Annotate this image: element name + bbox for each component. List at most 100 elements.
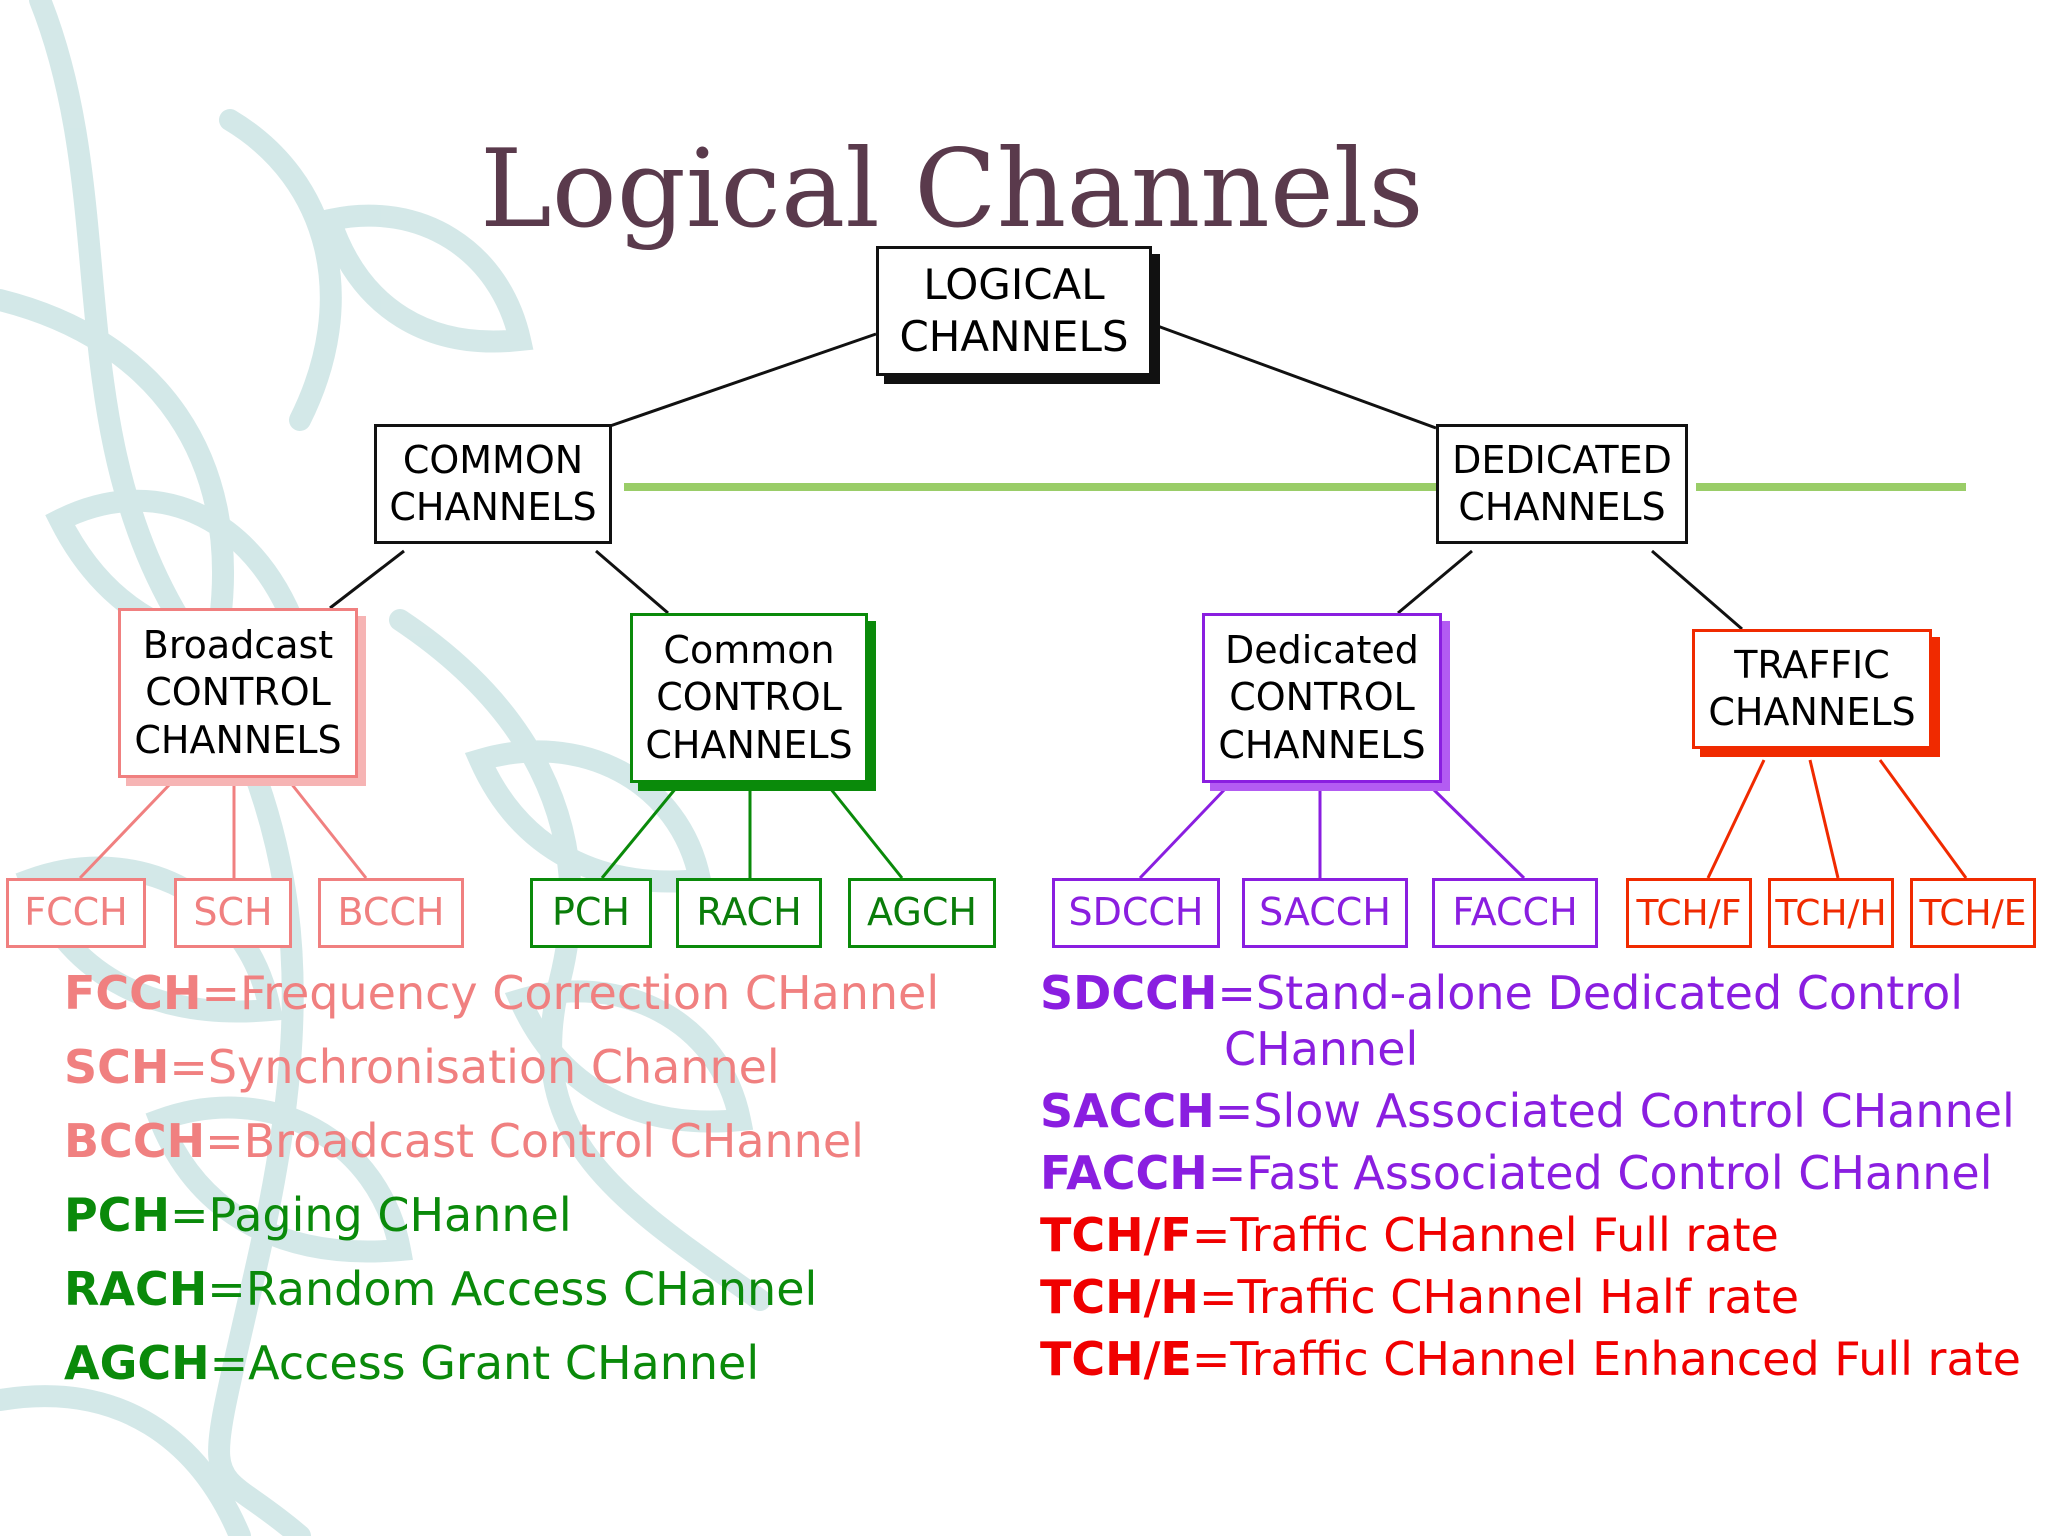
leaf-pch: PCH <box>530 878 652 948</box>
node-line: CHANNELS <box>899 312 1129 361</box>
legend-definition: =Fast Associated Control CHannel <box>1207 1146 1993 1200</box>
decoration-leaf <box>315 204 534 353</box>
legend-abbr: SDCCH <box>1040 966 1218 1020</box>
leaf-fcch: FCCH <box>6 878 146 948</box>
connector-traffic-tche <box>1878 759 1968 879</box>
node-line: DEDICATED <box>1452 437 1672 482</box>
legend-definition: =Frequency Correction CHannel <box>201 966 940 1020</box>
node-line: Common <box>663 627 835 672</box>
leaf-label: PCH <box>551 890 631 935</box>
node-line: Dedicated <box>1225 627 1419 672</box>
leaf-facch: FACCH <box>1432 878 1598 948</box>
leaf-agch: AGCH <box>848 878 996 948</box>
connector-root-dedicated <box>1151 322 1437 430</box>
legend-definition: =Broadcast Control CHannel <box>205 1114 864 1168</box>
legend-abbr: RACH <box>64 1262 208 1316</box>
leaf-label: BCCH <box>337 890 445 935</box>
legend-entry-tche: TCH/E=Traffic CHannel Enhanced Full rate <box>1040 1332 2021 1387</box>
leaf-bcch: BCCH <box>318 878 464 948</box>
leaf-label: TCH/H <box>1775 892 1887 934</box>
node-line: CHANNELS <box>389 485 597 529</box>
decoration-leaf <box>15 856 283 1023</box>
legend-abbr: TCH/E <box>1040 1332 1192 1386</box>
connector-bcch-bcch <box>288 781 368 879</box>
legend-entry-sdcch: SDCCH=Stand-alone Dedicated Control <box>1040 966 1963 1021</box>
connector-bcch-fcch <box>78 780 174 880</box>
connector-root-common <box>609 332 877 428</box>
legend-entry-sdcch-continuation: CHannel <box>1224 1022 1418 1077</box>
leaf-label: TCH/E <box>1919 892 2027 934</box>
decoration-leaf <box>145 1096 413 1263</box>
connector-dedicated-traffic <box>1651 549 1743 631</box>
connector-ccch-agch <box>828 787 904 879</box>
legend-definition: =Random Access CHannel <box>207 1262 818 1316</box>
legend-definition: =Traffic CHannel Half rate <box>1198 1270 1800 1324</box>
node-line: CONTROL <box>1229 675 1415 720</box>
leaf-label: FACCH <box>1452 890 1578 935</box>
leaf-label: SCH <box>193 890 273 935</box>
node-line: CHANNELS <box>645 722 853 767</box>
legend-definition: =Stand-alone Dedicated Control <box>1217 966 1964 1020</box>
legend-abbr: TCH/H <box>1040 1270 1199 1324</box>
leaf-tchf: TCH/F <box>1626 878 1752 948</box>
legend-entry-sacch: SACCH=Slow Associated Control CHannel <box>1040 1084 2015 1139</box>
legend-abbr: PCH <box>64 1188 170 1242</box>
node-line: CHANNELS <box>1458 485 1666 529</box>
decoration-stem <box>0 1385 251 1536</box>
legend-entry-agch: AGCH=Access Grant CHannel <box>64 1336 759 1391</box>
leaf-label: AGCH <box>867 890 977 935</box>
legend-abbr: TCH/F <box>1040 1208 1192 1262</box>
decoration-stem <box>0 289 234 631</box>
legend-entry-bcch: BCCH=Broadcast Control CHannel <box>64 1114 864 1169</box>
legend-entry-rach: RACH=Random Access CHannel <box>64 1262 817 1317</box>
legend-entry-tchh: TCH/H=Traffic CHannel Half rate <box>1040 1270 1799 1325</box>
decoration-stem <box>29 0 311 1536</box>
legend-abbr: BCCH <box>64 1114 206 1168</box>
legend-abbr: FCCH <box>64 966 202 1020</box>
legend-entry-fcch: FCCH=Frequency Correction CHannel <box>64 966 939 1021</box>
leaf-sacch: SACCH <box>1242 878 1408 948</box>
legend-entry-pch: PCH=Paging CHannel <box>64 1188 572 1243</box>
node-line: COMMON <box>402 437 584 482</box>
connector-dedicated-dcch <box>1397 549 1473 615</box>
legend-abbr: AGCH <box>64 1336 210 1390</box>
leaf-tche: TCH/E <box>1910 878 2036 948</box>
legend-abbr: FACCH <box>1040 1146 1208 1200</box>
connector-traffic-tchf <box>1706 759 1766 879</box>
leaf-rach: RACH <box>676 878 822 948</box>
leaf-label: RACH <box>696 890 802 935</box>
node-line: CHANNELS <box>1708 690 1916 734</box>
leaf-tchh: TCH/H <box>1768 878 1894 948</box>
leaf-label: FCCH <box>24 890 128 935</box>
leaf-sdcch: SDCCH <box>1052 878 1220 948</box>
decoration-stem <box>219 109 342 431</box>
decoration-leaf <box>504 980 754 1133</box>
node-line: CONTROL <box>656 675 842 720</box>
legend-entry-tchf: TCH/F=Traffic CHannel Full rate <box>1040 1208 1779 1263</box>
leaf-label: SACCH <box>1259 890 1391 935</box>
connector-common-bcch <box>329 549 405 610</box>
legend-definition: =Slow Associated Control CHannel <box>1214 1084 2015 1138</box>
legend-definition: =Traffic CHannel Full rate <box>1191 1208 1779 1262</box>
legend-definition: =Paging CHannel <box>169 1188 572 1242</box>
legend-definition: =Access Grant CHannel <box>209 1336 760 1390</box>
node-line: CONTROL <box>145 670 331 715</box>
leaf-label: TCH/F <box>1636 892 1742 934</box>
node-line: CHANNELS <box>134 717 342 762</box>
legend-entry-sch: SCH=Synchronisation Channel <box>64 1040 780 1095</box>
connector-ccch-pch <box>600 787 678 879</box>
connector-dcch-facch <box>1430 786 1526 880</box>
node-line: CHANNELS <box>1218 722 1426 767</box>
legend-entry-facch: FACCH=Fast Associated Control CHannel <box>1040 1146 1993 1201</box>
leaf-label: SDCCH <box>1068 890 1204 935</box>
legend-abbr: SCH <box>64 1040 170 1094</box>
